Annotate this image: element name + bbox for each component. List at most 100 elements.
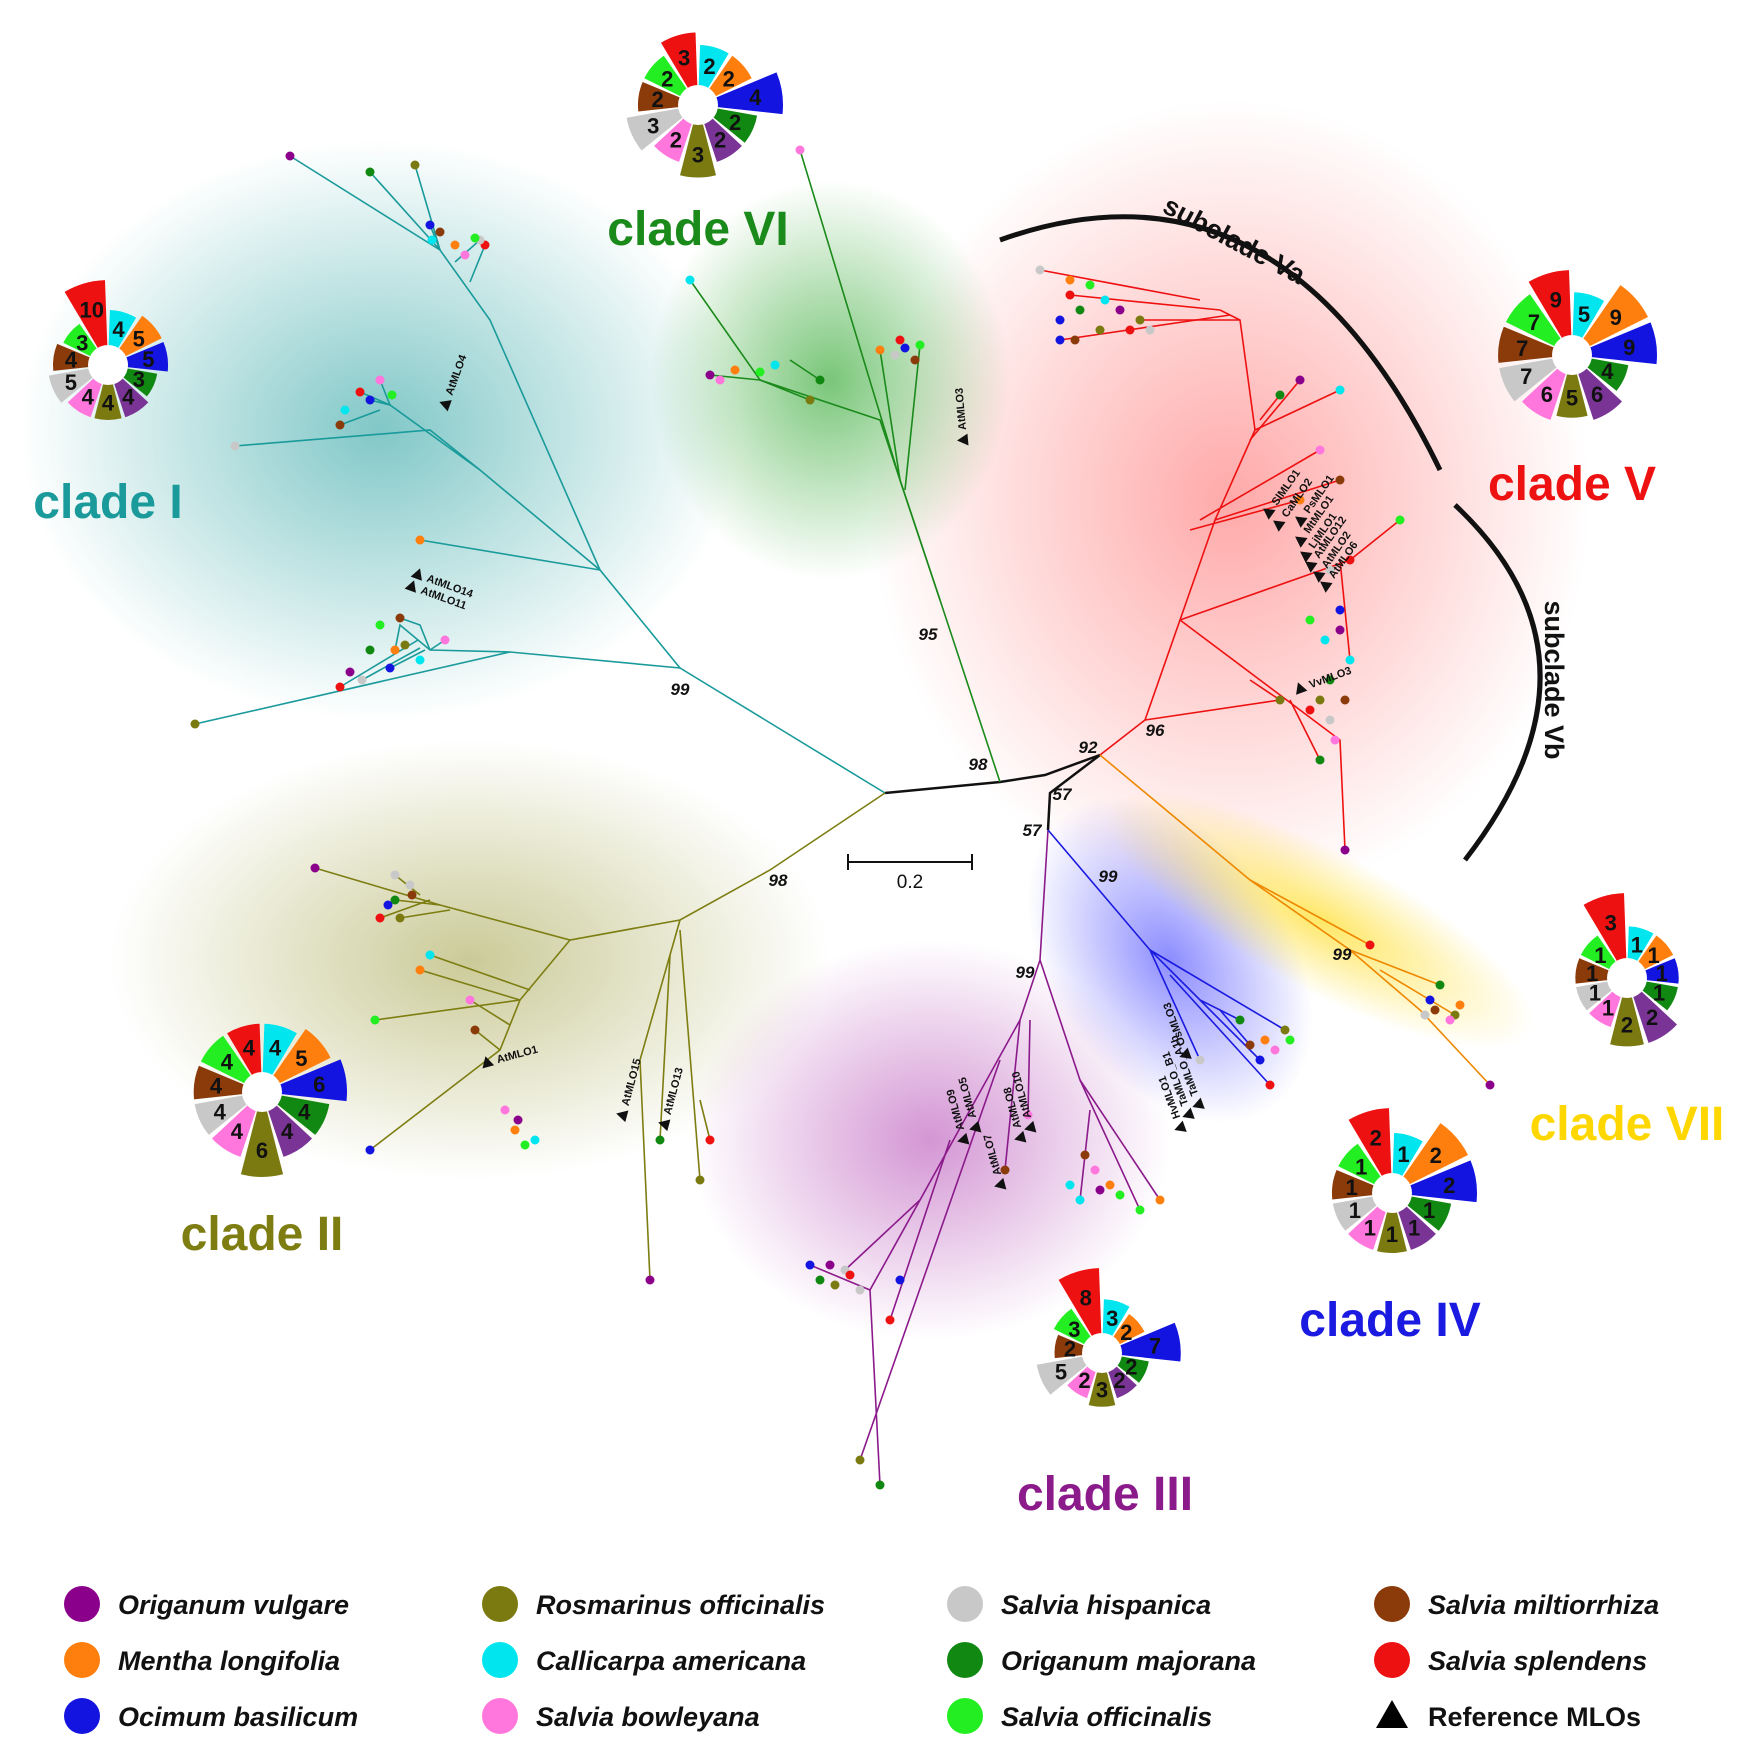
pie-slice [1572,285,1648,355]
tip-dot [510,1125,520,1135]
tip-dot [890,350,900,360]
pie-slice-count: 4 [221,1050,234,1075]
tip-dot [1445,1015,1455,1025]
pie-slice-count: 4 [112,317,125,342]
legend-color-dot [64,1642,100,1678]
pie-slice-count: 4 [82,385,95,410]
pie-slice-count: 9 [1550,288,1562,313]
tip-dot [375,375,385,385]
pie-slice-count: 1 [1408,1215,1420,1240]
tip-dot [1365,940,1375,950]
backbone [884,753,1101,831]
pie-slice-count: 2 [723,66,735,91]
tip-dot [770,360,780,370]
tip-dot [1325,675,1335,685]
tip-dot [1485,1080,1495,1090]
pie-slice-count: 2 [1125,1354,1137,1379]
pie-slice-count: 4 [65,348,78,373]
legend-item: Salvia miltiorrhiza [1374,1586,1659,1622]
tip-dot [655,1135,665,1145]
reference-triangle [1024,1120,1037,1133]
pie-slice-count: 1 [1423,1198,1435,1223]
clade-I-label: clade I [33,476,182,529]
reference-triangle [1174,1120,1187,1132]
tip-dot [855,1455,865,1465]
pie-slice-count: 8 [1080,1286,1092,1311]
tip-dot [1100,295,1110,305]
pie-slice-count: 1 [1589,981,1601,1006]
reference-triangle [1295,536,1308,548]
pie-slice-count: 2 [661,66,673,91]
tip-dot [1000,1165,1010,1175]
reference-triangle [404,580,416,593]
tip-dot [1080,1150,1090,1160]
tip-dot [1135,1205,1145,1215]
tip-dot [1095,1185,1105,1195]
tip-dot [1275,695,1285,705]
subclade-Vb-arc [1453,503,1543,862]
subclade-Va-arc [999,214,1443,472]
clade-I-shading [20,140,740,720]
pie-slice [1058,1268,1102,1353]
pie-slice [262,1029,331,1092]
legend-label: Callicarpa americana [536,1646,806,1676]
tip-dot [1115,305,1125,315]
bootstrap-value: 98 [769,871,788,890]
clade-labels: clade I clade II clade III clade IV clad… [33,203,1724,1521]
pie-slice-count: 10 [79,298,103,323]
tip-dot [1315,445,1325,455]
pie-slice [1583,893,1627,978]
pie-slice-count: 4 [269,1035,282,1060]
reference-triangle [658,1119,671,1132]
tip-dot [1430,1005,1440,1015]
tip-dot [395,913,405,923]
reference-triangle [1263,508,1276,520]
pie-slice [1572,355,1622,420]
legend-item: Salvia splendens [1374,1642,1647,1678]
tip-dot [435,227,445,237]
tip-dot [875,345,885,355]
reference-triangle [1192,1097,1205,1109]
bootstrap-value: 57 [1023,821,1043,840]
pie-slice-count: 2 [703,54,715,79]
tip-dot [1255,1055,1265,1065]
clade-V-shading [870,100,1590,900]
clade-III-label: clade III [1017,1468,1193,1521]
bootstrap-value: 98 [969,755,988,774]
clade-VII-shading [1105,791,1535,1049]
legend-label: Mentha longifolia [118,1646,340,1676]
clade-VII-branches [1099,754,1491,1086]
tip-dot [375,913,385,923]
bootstrap-value: 99 [1333,945,1352,964]
legend-item: Reference MLOs [1376,1700,1641,1732]
clade-VI-branches [689,149,1001,783]
pie-center [88,345,128,385]
pie-slice-count: 7 [1516,336,1528,361]
pie-slice [200,1035,262,1092]
reference-triangle [1273,520,1286,532]
tip-dot [825,1260,835,1270]
pie-slice-count: 1 [1647,943,1659,968]
tip-dot [1335,625,1345,635]
clade-II-label: clade II [181,1208,344,1261]
legend-label: Salvia bowleyana [536,1702,760,1732]
pie-center [1082,1333,1122,1373]
pie-slice [1556,355,1588,418]
legend-item: Ocimum basilicum [64,1698,358,1734]
pie-slice-count: 7 [1520,364,1532,389]
pie-slice [1392,1160,1477,1203]
tip-dot [1125,325,1135,335]
reference-triangle [482,1056,495,1069]
tip-dot [885,1315,895,1325]
pie-slice-count: 2 [714,127,726,152]
tip-dot [470,1025,480,1035]
reference-triangle [1295,516,1308,528]
pie-slice-count: 2 [670,127,682,152]
legend-item: Salvia bowleyana [482,1698,760,1734]
pie-slice-count: 1 [1386,1222,1398,1247]
pie-slice-count: 3 [1605,911,1617,936]
reference-mlo: AtMLO3 [953,387,969,446]
